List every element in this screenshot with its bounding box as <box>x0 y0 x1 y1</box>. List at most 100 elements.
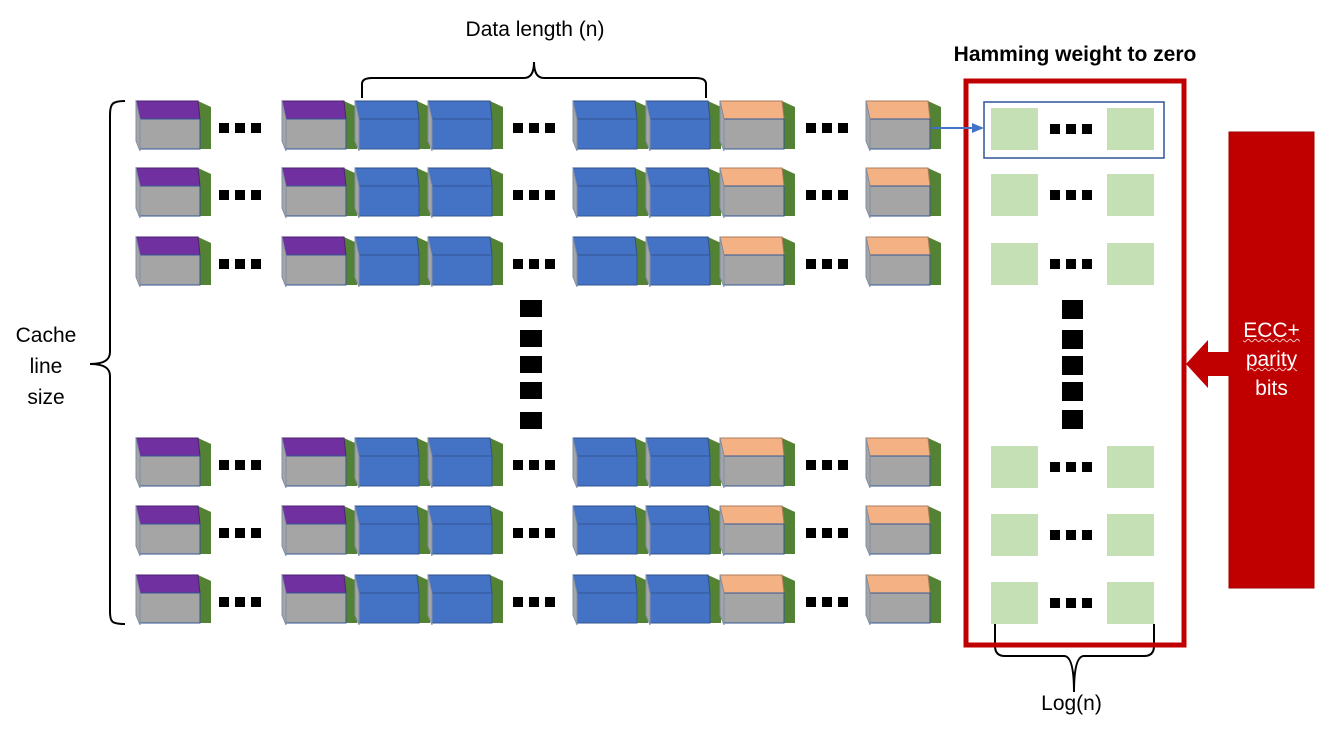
purple-cell-side <box>281 574 287 626</box>
purple-cell-side <box>281 437 287 489</box>
horizontal-dots-icon-dot <box>219 528 229 538</box>
data-cell-separator <box>490 101 503 149</box>
data-cell-top <box>427 574 493 594</box>
purple-cell-front <box>139 254 201 286</box>
left-arrow-icon <box>1186 340 1230 388</box>
parity-square <box>991 108 1038 150</box>
vertical-dots-icon <box>1062 300 1083 319</box>
data-cell-side <box>572 236 578 288</box>
purple-cell-side <box>281 167 287 219</box>
data-cell-front <box>649 185 711 217</box>
data-cell-separator <box>417 237 430 285</box>
data-cell-top <box>645 574 711 594</box>
connector-arrowhead <box>972 123 984 133</box>
data-cell-top <box>354 437 420 457</box>
orange-cell-side <box>865 236 871 288</box>
orange-cell-side <box>865 437 871 489</box>
orange-cell-separator <box>782 438 795 486</box>
purple-cell-front <box>285 592 347 624</box>
horizontal-dots-icon-dot <box>1082 462 1092 472</box>
cache-line-size-label: Cache line size <box>2 320 90 413</box>
purple-cell-separator <box>198 438 211 486</box>
orange-cell-separator <box>782 101 795 149</box>
horizontal-dots-icon-dot <box>219 597 229 607</box>
vertical-dots-icon <box>520 300 542 317</box>
data-cell-separator <box>635 575 648 623</box>
data-cell-front <box>649 118 711 150</box>
orange-cell-front <box>723 523 785 555</box>
data-cell-front <box>431 254 493 286</box>
data-cell-side <box>354 574 360 626</box>
vertical-dots-icon <box>1062 410 1083 429</box>
purple-cell-side <box>135 437 141 489</box>
data-cell-separator <box>490 506 503 554</box>
purple-cell-front <box>285 185 347 217</box>
data-cell-front <box>358 118 420 150</box>
horizontal-dots-icon-dot <box>235 190 245 200</box>
purple-cell-separator <box>198 101 211 149</box>
parity-square <box>1107 174 1154 216</box>
data-length-brace <box>361 61 707 98</box>
horizontal-dots-icon-dot <box>822 528 832 538</box>
data-cell-top <box>572 505 638 525</box>
horizontal-dots-icon-dot <box>545 528 555 538</box>
purple-cell-side <box>135 574 141 626</box>
data-cell-side <box>572 437 578 489</box>
data-cell-separator <box>708 237 721 285</box>
purple-cell-top <box>135 574 201 594</box>
horizontal-dots-icon-dot <box>838 528 848 538</box>
horizontal-dots-icon-dot <box>529 460 539 470</box>
orange-cell-top <box>865 505 931 525</box>
data-cell-separator <box>490 168 503 216</box>
horizontal-dots-icon-dot <box>838 460 848 470</box>
horizontal-dots-icon-dot <box>251 259 261 269</box>
data-cell-top <box>572 236 638 256</box>
data-cell-separator <box>635 237 648 285</box>
orange-cell-side <box>719 574 725 626</box>
orange-cell-top <box>719 100 785 120</box>
orange-cell-front <box>723 185 785 217</box>
data-cell-separator <box>417 168 430 216</box>
orange-cell-front <box>723 592 785 624</box>
orange-cell-separator <box>782 575 795 623</box>
data-cell-top <box>645 437 711 457</box>
parity-square <box>1107 514 1154 556</box>
horizontal-dots-icon-dot <box>806 259 816 269</box>
horizontal-dots-icon-dot <box>529 259 539 269</box>
purple-cell-side <box>281 236 287 288</box>
purple-cell-separator <box>344 168 357 216</box>
data-cell-separator <box>635 101 648 149</box>
horizontal-dots-icon-dot <box>235 597 245 607</box>
data-cell-side <box>427 505 433 557</box>
purple-cell-front <box>285 254 347 286</box>
orange-cell-side <box>719 167 725 219</box>
orange-cell-side <box>865 167 871 219</box>
ecc-line-2: parity <box>1245 348 1298 371</box>
data-cell-front <box>431 523 493 555</box>
data-cell-front <box>576 455 638 487</box>
purple-cell-front <box>285 523 347 555</box>
purple-cell-separator <box>344 237 357 285</box>
data-cell-front <box>649 254 711 286</box>
data-cell-side <box>645 167 651 219</box>
horizontal-dots-icon-dot <box>235 259 245 269</box>
horizontal-dots-icon-dot <box>1050 462 1060 472</box>
data-cell-top <box>572 574 638 594</box>
data-cell-top <box>427 437 493 457</box>
horizontal-dots-icon-dot <box>513 528 523 538</box>
hamming-weight-box <box>963 78 1187 648</box>
data-cell-top <box>427 167 493 187</box>
data-cell-separator <box>417 101 430 149</box>
orange-cell-front <box>869 185 931 217</box>
data-cell-top <box>572 437 638 457</box>
data-cell-top <box>572 167 638 187</box>
vertical-dots-icon <box>1062 382 1083 401</box>
horizontal-dots-icon-dot <box>822 123 832 133</box>
data-cell-separator <box>708 168 721 216</box>
data-cell-top <box>645 505 711 525</box>
data-cell-side <box>354 167 360 219</box>
parity-square <box>1107 243 1154 285</box>
horizontal-dots-icon-dot <box>529 123 539 133</box>
horizontal-dots-icon-dot <box>806 190 816 200</box>
data-cell-separator <box>708 438 721 486</box>
